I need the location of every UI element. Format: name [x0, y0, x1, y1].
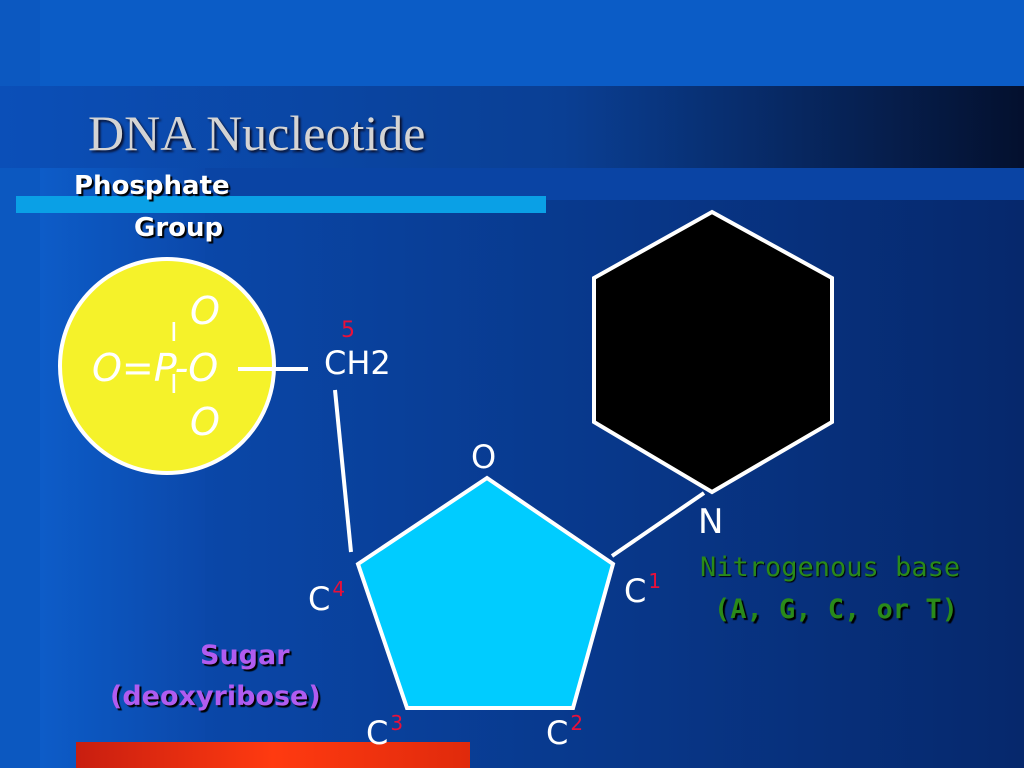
carbon-3-number: 3 [390, 711, 404, 735]
phosphate-bond-top: I [170, 318, 178, 348]
base-label-line2: (A, G, C, or T) [714, 594, 958, 625]
carbon-3-symbol: C [366, 714, 389, 752]
phosphate-formula: O=P-O [92, 346, 219, 390]
sugar-label-line2: (deoxyribose) [110, 681, 321, 712]
accent-bar-red [76, 742, 470, 768]
carbon-1-number: 1 [648, 569, 662, 593]
sugar-label-line1: Sugar [200, 640, 290, 671]
carbon-2-number: 2 [570, 711, 584, 735]
base-hexagon [592, 209, 834, 495]
page-title: DNA Nucleotide [88, 105, 426, 161]
phosphate-bond-bottom: I [170, 370, 178, 400]
carbon-4-number: 4 [332, 577, 346, 601]
carbon-2-symbol: C [546, 714, 569, 752]
c1-n-bond [610, 491, 706, 558]
ch2-number: 5 [341, 318, 355, 343]
ch2-c4-bond [333, 389, 353, 553]
ring-oxygen: O [471, 438, 497, 476]
base-label-line1: Nitrogenous base [700, 552, 961, 583]
carbon-4-symbol: C [308, 580, 331, 618]
nitrogen-label: N [698, 502, 724, 542]
phosphate-oxygen-top: O [190, 289, 220, 333]
sugar-pentagon [355, 475, 616, 710]
carbon-1-symbol: C [624, 572, 647, 610]
ch2-label: CH2 [324, 344, 391, 382]
phosphate-oxygen-bottom: O [190, 400, 220, 444]
phosphate-label-line2: Group [134, 213, 224, 243]
phosphate-circle [58, 257, 276, 475]
accent-bar-blue [16, 196, 546, 213]
phosphate-label-line1: Phosphate [74, 171, 230, 201]
